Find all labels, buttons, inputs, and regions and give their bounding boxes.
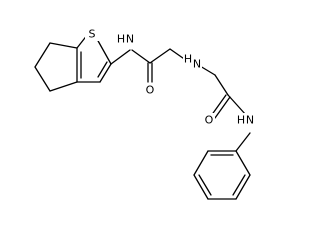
bond-cp1 — [34, 42, 51, 68]
bond-c-n1 — [110, 49, 131, 65]
bond-ph3-double — [198, 174, 212, 196]
bond-th5 — [96, 38, 112, 65]
bond-cp3 — [49, 42, 78, 49]
bond-th4-double — [97, 61, 108, 78]
bond-ph2 — [193, 150, 209, 176]
bond-ph3 — [193, 174, 209, 200]
bond-ph6 — [235, 150, 251, 176]
bond-cp4 — [49, 81, 78, 92]
bond-ch2b-c2 — [214, 74, 229, 96]
atom-h-amide1: H — [117, 33, 125, 46]
atom-o2: O — [205, 114, 214, 127]
bond-c-ch2a — [149, 48, 171, 64]
bond-lines — [34, 33, 251, 200]
atom-n-amide1: N — [126, 33, 134, 46]
bond-cp2 — [34, 66, 51, 92]
bond-n1-c — [131, 49, 151, 64]
bond-n3-ph — [235, 132, 251, 152]
bond-ph5-double — [232, 174, 246, 196]
atom-n-amine: N — [193, 58, 201, 71]
atom-o1: O — [146, 84, 155, 97]
atom-h-amide2: H — [237, 114, 245, 127]
bond-n2-ch2b — [199, 65, 216, 76]
atom-n-amide2: N — [246, 114, 254, 127]
bond-c2-n3 — [227, 94, 247, 116]
molecule-structure-diagram: S H N O H N O H N — [34, 27, 255, 200]
bond-c2-o2-double — [214, 96, 231, 119]
bond-th4 — [99, 63, 112, 83]
atom-s: S — [89, 28, 96, 41]
bond-ph5 — [235, 174, 251, 200]
atom-h-amine: H — [184, 53, 192, 66]
atom-labels: S H N O H N O H N — [85, 27, 255, 127]
bond-c2-o2 — [210, 94, 227, 117]
